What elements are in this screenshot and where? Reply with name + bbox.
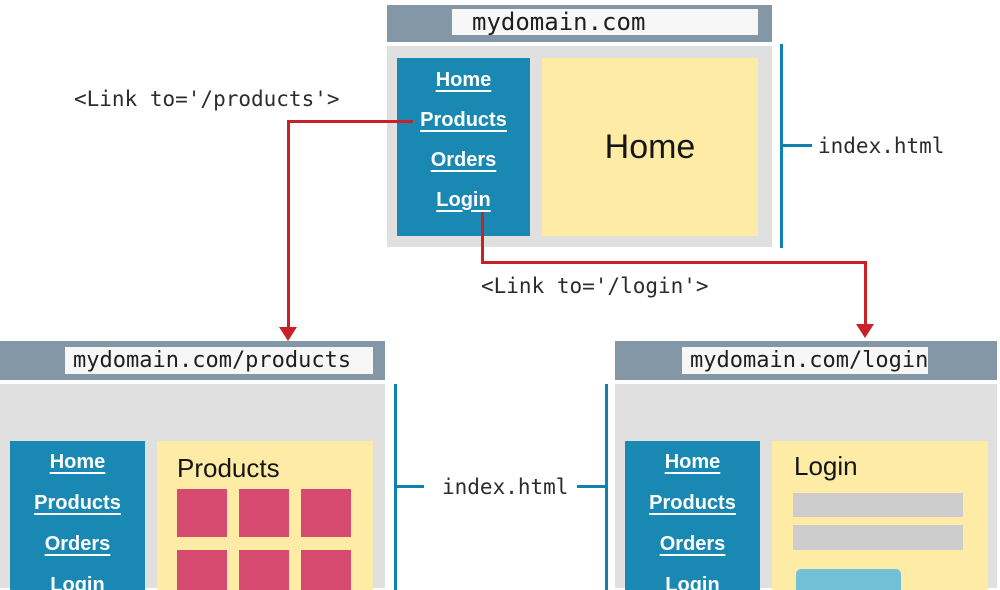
content-panel-products: Products bbox=[157, 441, 373, 590]
login-password-field[interactable] bbox=[793, 525, 963, 550]
content-title-products: Products bbox=[177, 453, 280, 483]
content-panel-home: Home bbox=[542, 58, 758, 236]
address-bar-login[interactable]: mydomain.com/login bbox=[682, 347, 928, 374]
nav-sidebar-products: Home Products Orders Login bbox=[10, 441, 145, 590]
nav-sidebar-home: Home Products Orders Login bbox=[397, 58, 530, 236]
products-arrowhead-icon bbox=[279, 327, 297, 341]
nav-link-login[interactable]: Login bbox=[436, 188, 491, 211]
browser-window-products: mydomain.com/products Home Products Orde… bbox=[0, 341, 385, 590]
login-submit-button[interactable] bbox=[796, 569, 901, 590]
browser-window-home: mydomain.com Home Products Orders Login … bbox=[387, 5, 772, 247]
address-bar-products[interactable]: mydomain.com/products bbox=[65, 347, 373, 374]
product-tile bbox=[177, 550, 227, 590]
product-tile-grid bbox=[177, 489, 351, 590]
login-arrow-horizontal-line bbox=[481, 261, 867, 264]
content-title-login: Login bbox=[794, 451, 858, 481]
link-to-products-code-label: <Link to='/products'> bbox=[74, 87, 340, 111]
login-arrow-vertical-line-1 bbox=[481, 212, 484, 264]
titlebar-login: mydomain.com/login bbox=[615, 341, 997, 380]
login-username-field[interactable] bbox=[793, 493, 963, 517]
product-tile bbox=[239, 550, 289, 590]
index-bracket-bottom-left-tick bbox=[394, 485, 424, 488]
product-tile bbox=[301, 489, 351, 537]
window-body-login: Home Products Orders Login Login bbox=[615, 384, 997, 590]
index-bracket-bottom-right-vertical bbox=[605, 384, 608, 590]
nav-link-home[interactable]: Home bbox=[49, 451, 106, 473]
index-bracket-bottom-right-tick bbox=[577, 485, 605, 488]
login-arrowhead-icon bbox=[856, 324, 874, 338]
nav-link-login[interactable]: Login bbox=[50, 574, 105, 590]
products-arrow-vertical-line bbox=[287, 120, 290, 328]
index-bracket-top-tick bbox=[780, 144, 812, 147]
nav-sidebar-login: Home Products Orders Login bbox=[625, 441, 760, 590]
nav-link-orders[interactable]: Orders bbox=[44, 533, 111, 555]
nav-link-home[interactable]: Home bbox=[435, 68, 492, 91]
link-to-login-code-label: <Link to='/login'> bbox=[481, 274, 709, 298]
nav-link-products[interactable]: Products bbox=[420, 108, 507, 131]
nav-link-products[interactable]: Products bbox=[649, 492, 736, 514]
nav-link-products[interactable]: Products bbox=[34, 492, 121, 514]
product-tile bbox=[301, 550, 351, 590]
index-html-label-top: index.html bbox=[818, 134, 945, 158]
login-arrow-vertical-line-2 bbox=[864, 261, 867, 325]
nav-link-orders[interactable]: Orders bbox=[659, 533, 726, 555]
product-tile bbox=[239, 489, 289, 537]
address-bar-home[interactable]: mydomain.com bbox=[452, 9, 758, 35]
browser-window-login: mydomain.com/login Home Products Orders … bbox=[615, 341, 997, 590]
window-body-products: Home Products Orders Login Products bbox=[0, 384, 385, 590]
nav-link-orders[interactable]: Orders bbox=[430, 148, 497, 171]
titlebar-products: mydomain.com/products bbox=[0, 341, 385, 380]
nav-link-login[interactable]: Login bbox=[665, 574, 720, 590]
products-arrow-horizontal-line bbox=[287, 120, 413, 123]
index-html-label-bottom: index.html bbox=[442, 475, 569, 499]
titlebar-home: mydomain.com bbox=[387, 5, 772, 42]
nav-link-home[interactable]: Home bbox=[664, 451, 721, 473]
content-title-home: Home bbox=[604, 127, 696, 166]
content-panel-login: Login bbox=[772, 441, 988, 590]
product-tile bbox=[177, 489, 227, 537]
window-body-home: Home Products Orders Login Home bbox=[387, 46, 772, 247]
